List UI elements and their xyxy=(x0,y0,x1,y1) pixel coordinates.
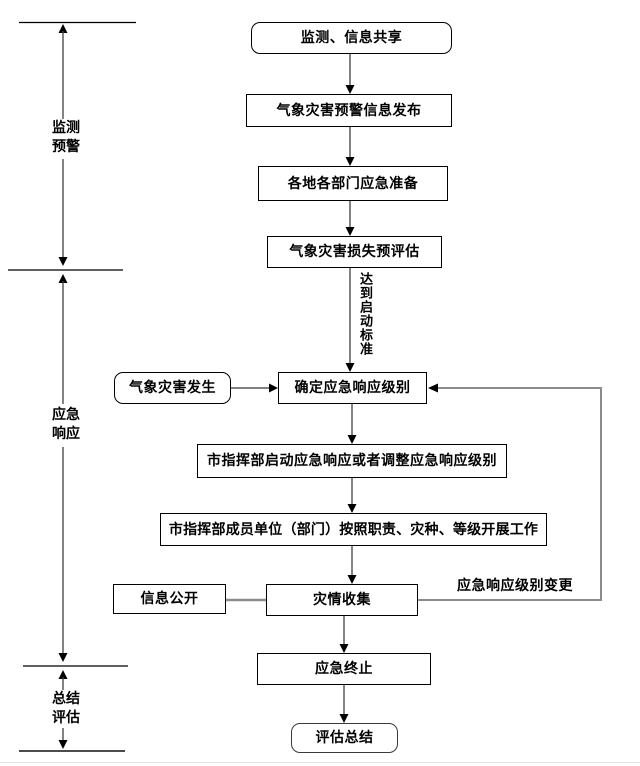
edge-label-activation-threshold: 达到启动标准 xyxy=(357,272,372,356)
edge-label-level-change: 应急响应级别变更 xyxy=(457,578,573,594)
page-bottom-edge xyxy=(0,762,640,763)
phase-response-line2: 响应 xyxy=(52,426,80,442)
node-pre-assessment: 气象灾害损失预评估 xyxy=(267,236,442,268)
phase-label-response: 应急 响应 xyxy=(38,406,94,444)
node-monitor-share: 监测、信息共享 xyxy=(251,22,452,54)
phase-response-line1: 应急 xyxy=(52,407,80,423)
phase-summary-line2: 评估 xyxy=(52,710,80,726)
node-disaster-collect: 灾情收集 xyxy=(266,584,418,616)
phase-label-monitoring: 监测 预警 xyxy=(38,119,94,157)
node-evaluate: 评估总结 xyxy=(291,723,398,753)
node-disaster-occur: 气象灾害发生 xyxy=(114,372,231,404)
node-start-adjust: 市指挥部启动应急响应或者调整应急响应级别 xyxy=(197,444,507,478)
node-members-work: 市指挥部成员单位（部门）按照职责、灾种、等级开展工作 xyxy=(160,513,547,546)
phase-monitoring-line2: 预警 xyxy=(52,139,80,155)
phase-summary-line1: 总结 xyxy=(52,691,80,707)
node-warning-release: 气象灾害预警信息发布 xyxy=(246,94,452,127)
node-info-public: 信息公开 xyxy=(113,584,226,614)
node-determine-level: 确定应急响应级别 xyxy=(278,372,427,404)
node-terminate: 应急终止 xyxy=(257,653,431,685)
node-preparation: 各地各部门应急准备 xyxy=(258,166,448,201)
phase-monitoring-line1: 监测 xyxy=(52,120,80,136)
phase-label-summary: 总结 评估 xyxy=(38,690,94,728)
